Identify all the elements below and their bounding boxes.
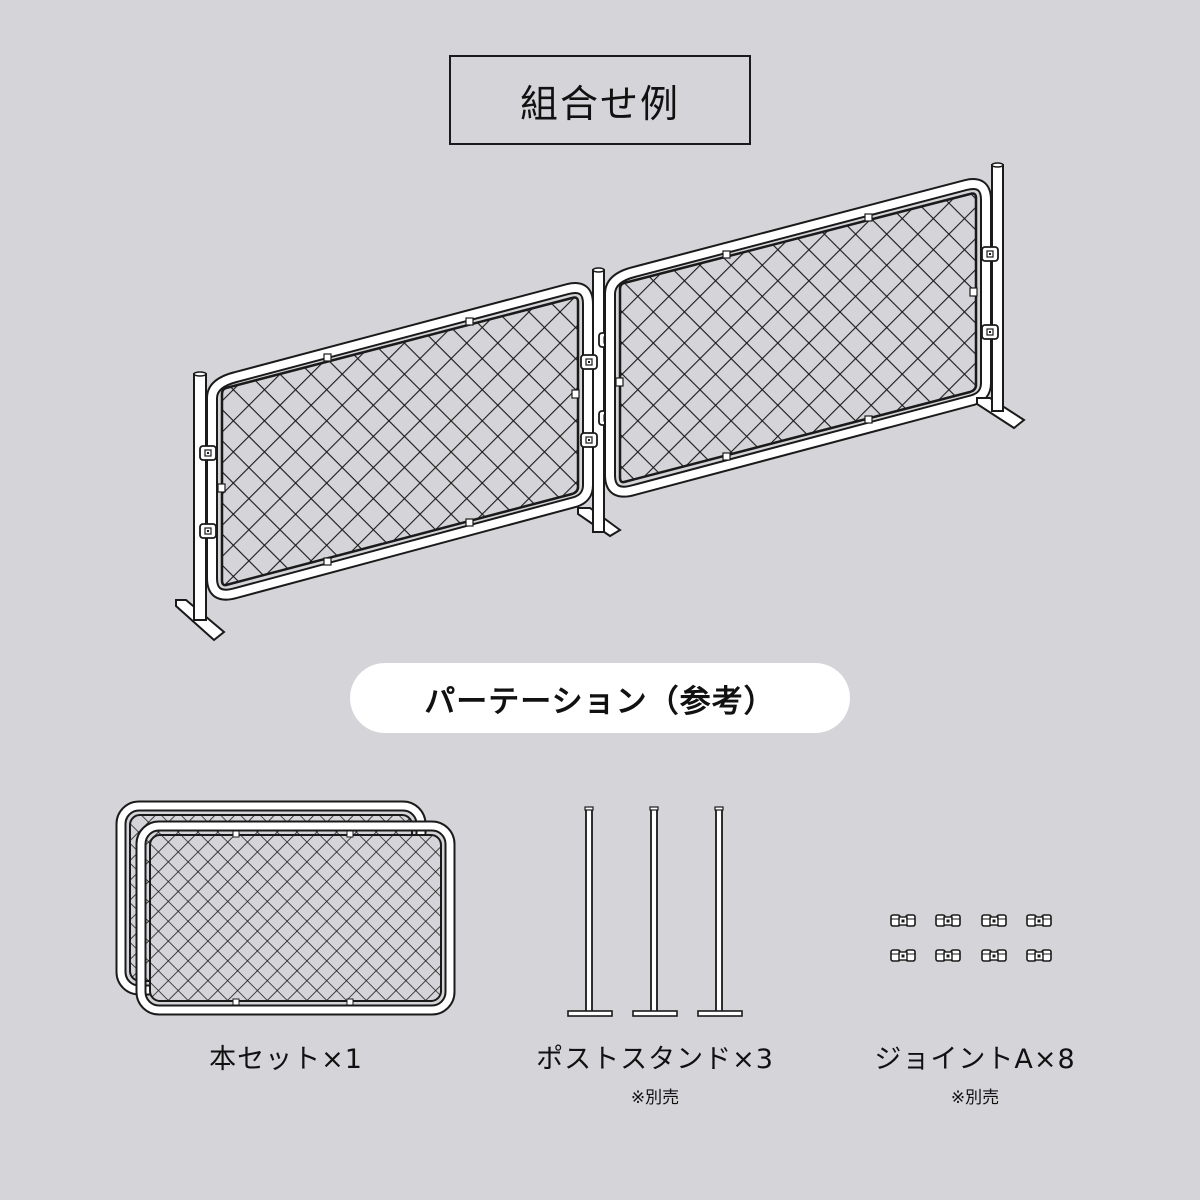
page-title: 組合せ例	[519, 81, 680, 126]
post-middle	[577, 267, 622, 538]
post-stand-illustration	[567, 806, 743, 1017]
section-label: パーテーション（参考）	[424, 683, 776, 720]
joint-a-icon	[981, 949, 1007, 962]
joint-a-icon	[981, 914, 1007, 927]
joint-a-illustration	[890, 914, 1052, 962]
joint-a-icon	[935, 949, 961, 962]
joint-a-icon	[890, 949, 916, 962]
title-box: 組合せ例	[449, 55, 751, 145]
caption-post-stand: ポストスタンド×3	[536, 1044, 774, 1075]
joint-a-icon	[935, 914, 961, 927]
post-stand-3	[697, 806, 743, 1017]
joint-a-icon	[1026, 914, 1052, 927]
caption-panel-set: 本セット×1	[209, 1044, 363, 1075]
caption-joint-a: ジョイントA×8	[874, 1044, 1076, 1075]
fence-panel-right	[604, 178, 992, 498]
section-label-pill: パーテーション（参考）	[350, 663, 850, 733]
joint-a-icon	[890, 914, 916, 927]
note-sold-separately-joint: ※別売	[950, 1088, 1000, 1108]
post-right	[976, 162, 1026, 430]
note-sold-separately-post: ※別売	[630, 1088, 680, 1108]
panel-set-illustration	[115, 800, 456, 1016]
fence-panel-left	[206, 282, 594, 601]
post-stand-1	[567, 806, 613, 1017]
joint-a-icon	[1026, 949, 1052, 962]
post-stand-2	[632, 806, 678, 1017]
